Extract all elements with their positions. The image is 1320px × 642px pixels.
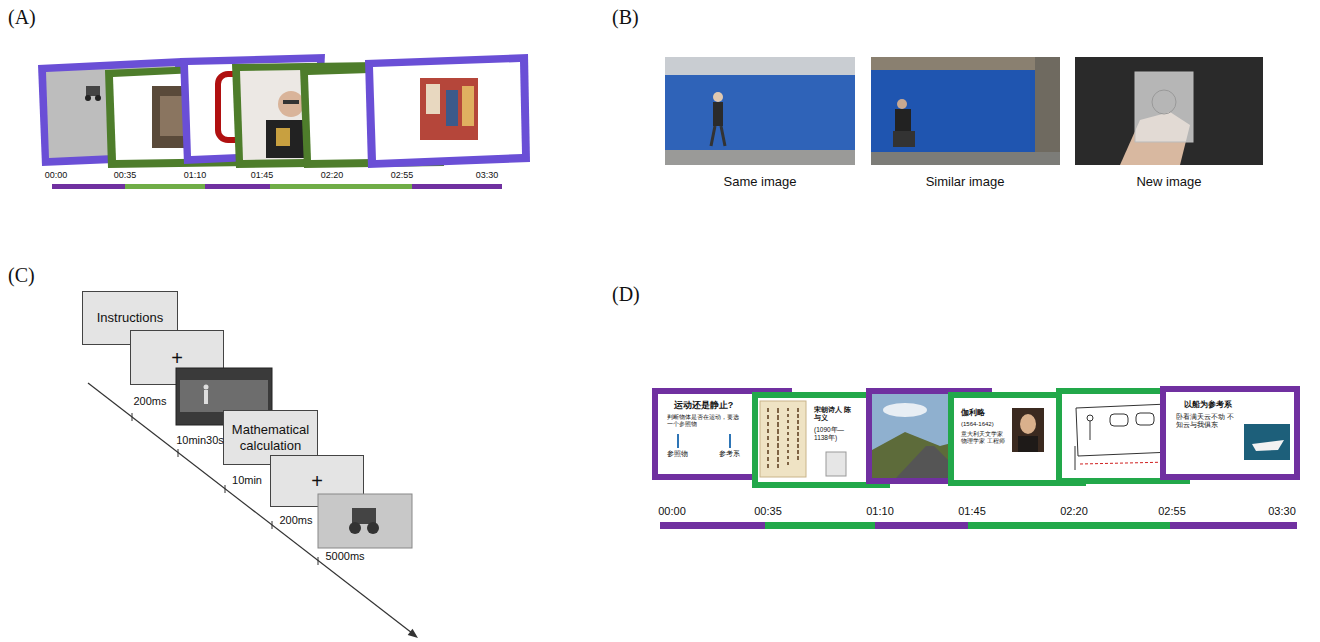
time-tick: 00:35 (114, 170, 137, 180)
screen-text: Mathematical calculation (230, 422, 311, 453)
slide-text: 意大利天文学家 物理学家 工程师 (961, 431, 1010, 445)
image-caption: New image (1136, 175, 1201, 190)
time-tick: 00:35 (754, 505, 782, 518)
time-tick: 01:45 (251, 170, 274, 180)
panel-label: (B) (612, 6, 639, 29)
slide-text: 卧看满天云不动 不知云与我俱东 (1176, 413, 1240, 430)
blue-bar (677, 434, 679, 448)
fixation-screen: + (270, 455, 364, 507)
slide-text: 参照物 (667, 450, 688, 458)
time-tick: 02:20 (321, 170, 344, 180)
duration-label: 200ms (133, 395, 166, 408)
reference-item: 参考系 (719, 434, 740, 458)
duration-label: 10min30s (176, 434, 224, 447)
time-tick: 01:10 (184, 170, 207, 180)
time-tick: 03:30 (476, 170, 499, 180)
screen-text: + (311, 469, 323, 493)
time-tick: 02:55 (1158, 505, 1186, 518)
image-caption: Similar image (926, 175, 1005, 190)
slide-text: 伽利略 (961, 408, 1010, 418)
panel-label: (D) (612, 283, 640, 306)
panel-label: (C) (8, 264, 35, 287)
screen-text: + (171, 346, 183, 370)
time-tick: 02:55 (391, 170, 414, 180)
reference-item: 参照物 (667, 434, 688, 458)
lecture-slide: 宋朝诗人 陈与义 (1090年—1138年) (752, 392, 890, 488)
time-tick: 01:45 (958, 505, 986, 518)
screen-text: Instructions (97, 310, 163, 326)
slide-text: 运动还是静止? (667, 400, 740, 411)
time-tick: 00:00 (45, 170, 68, 180)
duration-label: 200ms (279, 514, 312, 527)
time-tick: 03:30 (1268, 505, 1296, 518)
slide-text: 判断物体是否在运动，要选一个参照物 (667, 414, 740, 428)
image-caption: Same image (724, 175, 797, 190)
time-tick: 02:20 (1060, 505, 1088, 518)
slide-text: 参考系 (719, 450, 740, 458)
duration-label: 5000ms (325, 550, 364, 563)
reference-row: 参照物 参考系 (667, 434, 740, 458)
duration-label: 10min (232, 474, 262, 487)
time-tick: 01:10 (866, 505, 894, 518)
slide-text: 宋朝诗人 陈与义 (814, 406, 854, 423)
blue-bar (729, 434, 731, 448)
slide-text: 以船为参考系 (1176, 400, 1240, 410)
panel-label: (A) (8, 6, 36, 29)
slide-text: (1564-1642) (961, 421, 1010, 428)
fixation-screen: + (130, 330, 224, 385)
lecture-slide: 伽利略 (1564-1642) 意大利天文学家 物理学家 工程师 (948, 392, 1086, 486)
slide-text: (1090年—1138年) (814, 426, 854, 442)
lecture-slide: 以船为参考系卧看满天云不动 不知云与我俱东 (1160, 386, 1300, 480)
time-tick: 00:00 (658, 505, 686, 518)
